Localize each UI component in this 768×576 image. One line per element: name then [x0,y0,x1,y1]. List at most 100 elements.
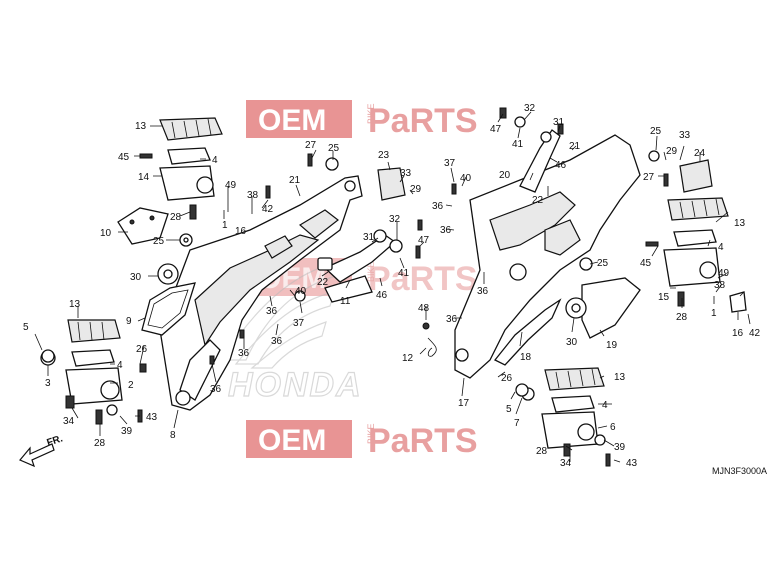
callout-label: 28 [170,212,182,223]
right-upper-bracket [519,129,713,193]
watermark-bike: BIKE [366,423,376,444]
upper-right-footpeg [663,197,747,313]
callout-labels: 13 45 4 14 49 38 42 1 28 16 10 25 30 9 1… [23,103,761,469]
callout-label: 42 [262,204,274,215]
callout-label: 41 [512,139,524,150]
watermark-parts: PaRTS [368,422,478,460]
callout-label: 23 [378,150,390,161]
callout-label: 43 [146,412,158,423]
callout-label: 42 [749,328,761,339]
callout-label: 36 [271,336,283,347]
watermark-top: OEM BIKE PaRTS [246,100,478,140]
right-heat-guard [581,277,641,339]
leader-lines [34,111,751,463]
callout-label: 1 [222,220,228,231]
callout-label: 5 [506,404,512,415]
watermark-parts: PaRTS [368,102,478,140]
left-bracket-plate [117,207,169,245]
callout-label: 11 [340,296,351,307]
callout-label: 27 [643,172,655,183]
callout-label: 36 [266,306,278,317]
callout-label: 49 [225,180,237,191]
watermark-oem: OEM [258,424,326,457]
callout-label: 4 [718,242,724,253]
watermark-bike: BIKE [366,103,376,124]
upper-left-footpeg [159,117,223,220]
front-direction-label: FR. [46,433,65,449]
callout-label: 37 [444,158,456,169]
callout-label: 45 [640,258,652,269]
callout-label: 32 [524,103,536,114]
callout-label: 25 [597,258,609,269]
callout-label: 28 [94,438,106,449]
callout-label: 36 [440,225,452,236]
center-bracket-parts [317,167,406,303]
callout-label: 40 [460,173,472,184]
callout-label: 7 [514,418,520,429]
callout-label: 38 [714,280,726,291]
front-direction-indicator: FR. [19,433,65,468]
callout-label: 31 [553,117,565,128]
callout-label: 33 [400,168,412,179]
watermark-bottom: OEM BIKE PaRTS [246,420,478,460]
left-frame-assembly [159,175,363,411]
bolts [137,107,669,467]
callout-label: 10 [100,228,112,239]
left-heat-guard [141,282,196,336]
callout-label: 47 [418,235,430,246]
callout-label: 4 [117,360,123,371]
callout-label: 14 [138,172,150,183]
callout-label: 36 [210,384,222,395]
callout-label: 38 [247,190,259,201]
lower-left-footpeg [40,319,123,425]
callout-label: 43 [626,458,638,469]
callout-label: 22 [317,277,329,288]
callout-label: 4 [602,400,608,411]
callout-label: 33 [679,130,691,141]
callout-label: 12 [402,353,414,364]
callout-label: 25 [153,236,165,247]
callout-label: 40 [295,286,307,297]
washers [41,116,660,446]
callout-label: 34 [63,416,75,427]
watermark-oem: OEM [258,104,326,137]
callout-label: 46 [555,160,567,171]
callout-label: 45 [118,152,130,163]
callout-label: 24 [694,148,706,159]
callout-label: 22 [532,195,544,206]
callout-label: 37 [293,318,305,329]
lower-right-footpeg [521,367,605,457]
callout-label: 29 [666,146,678,157]
callout-label: 39 [121,426,133,437]
watermark-parts: PaRTS [368,260,478,298]
callout-label: 26 [501,373,513,384]
callout-label: 6 [610,422,616,433]
callout-label: 48 [418,303,430,314]
callout-label: 13 [614,372,626,383]
callout-label: 13 [135,121,147,132]
callout-label: 16 [235,226,247,237]
callout-label: 19 [606,340,618,351]
callout-label: 5 [23,322,29,333]
callout-label: 20 [499,170,511,181]
callout-label: 47 [490,124,502,135]
callout-label: 41 [398,268,410,279]
callout-label: 34 [560,458,572,469]
diagram-code: MJN3F3000A [712,466,767,476]
callout-label: 21 [569,141,581,152]
callout-label: 28 [676,312,688,323]
callout-label: 26 [136,344,148,355]
callout-label: 8 [170,430,176,441]
right-frame-assembly [454,134,641,379]
callout-label: 32 [389,214,401,225]
callout-label: 15 [658,292,670,303]
callout-label: 13 [734,218,746,229]
callout-label: 13 [69,299,81,310]
callout-label: 29 [410,184,422,195]
callout-label: 49 [718,268,730,279]
honda-text: HONDA [228,366,363,404]
callout-label: 30 [130,272,142,283]
callout-label: 16 [732,328,744,339]
callout-label: 30 [566,337,578,348]
